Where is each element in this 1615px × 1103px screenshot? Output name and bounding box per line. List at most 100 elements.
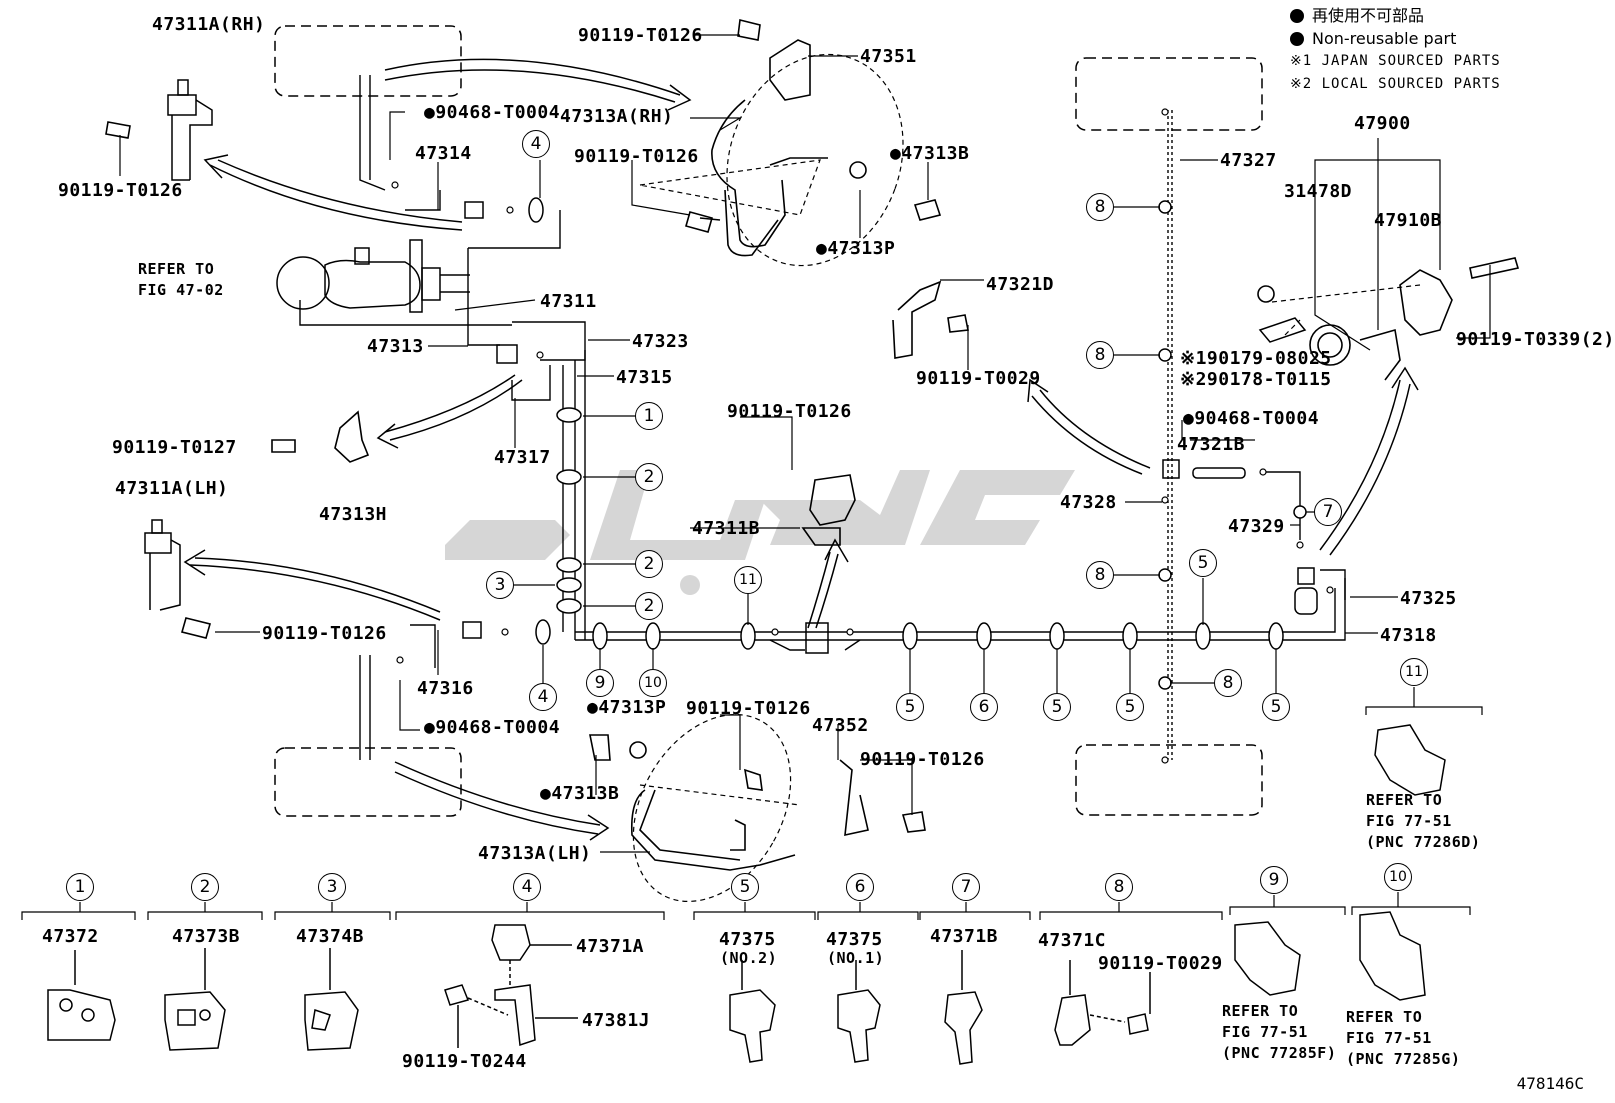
part-label-p31478d: 31478D (1284, 181, 1353, 202)
part-label-prefer_4702a: REFER TO (138, 260, 215, 278)
clip-parts (47, 724, 1446, 1065)
part-label-g47375_2n: (NO.2) (720, 949, 778, 967)
part-label-p47311: 47311 (540, 291, 597, 312)
part-label-p90468_t0004_b: ●90468-T0004 (1183, 408, 1320, 429)
callout-1: 1 (66, 873, 94, 901)
part-label-p190179: ※190179-08025 (1180, 348, 1332, 369)
callout-8: 8 (1086, 193, 1114, 221)
callout-5: 5 (1189, 549, 1217, 577)
part-label-refer_77286d_b: FIG 77-51 (1366, 812, 1452, 830)
callout-5: 5 (731, 873, 759, 901)
reference-boxes (274, 25, 1263, 817)
part-label-p47311a_lh: 47311A(LH) (115, 478, 229, 499)
part-label-p90119_t0029_a: 90119-T0029 (916, 368, 1041, 389)
part-label-p47910b: 47910B (1374, 210, 1443, 231)
watermark-logo (445, 470, 1075, 595)
part-label-refer_77285g_b: FIG 77-51 (1346, 1029, 1432, 1047)
callout-4: 4 (529, 683, 557, 711)
part-label-p47315: 47315 (616, 367, 673, 388)
callout-8: 8 (1086, 341, 1114, 369)
part-label-p47329: 47329 (1228, 516, 1285, 537)
part-label-g47371a: 47371A (576, 936, 645, 957)
callout-11: 11 (734, 566, 762, 594)
part-label-p90119_t0126_b: 90119-T0126 (574, 146, 699, 167)
part-label-p47316: 47316 (417, 678, 474, 699)
legend: 再使用不可部品 Non-reusable part ※1 JAPAN SOURC… (1290, 4, 1501, 96)
part-label-p90468_t0004_c: ●90468-T0004 (424, 717, 561, 738)
part-label-g47371c: 47371C (1038, 930, 1107, 951)
part-label-p47321d: 47321D (986, 274, 1055, 295)
group-brackets (21, 687, 1483, 920)
callout-4: 4 (522, 130, 550, 158)
part-label-p47323: 47323 (632, 331, 689, 352)
callout-3: 3 (318, 873, 346, 901)
part-label-p47900: 47900 (1354, 113, 1411, 134)
part-label-refer_77285f_a: REFER TO (1222, 1002, 1299, 1020)
part-label-p290178: ※290178-T0115 (1180, 369, 1332, 390)
direction-arrows (183, 58, 1419, 841)
callout-2: 2 (635, 550, 663, 578)
part-label-p47314: 47314 (415, 143, 472, 164)
part-label-refer_77285f_c: (PNC 77285F) (1222, 1044, 1337, 1062)
part-label-p47328: 47328 (1060, 492, 1117, 513)
part-label-p47311a_rh: 47311A(RH) (152, 14, 266, 35)
callout-5: 5 (1262, 693, 1290, 721)
part-label-p47313b_b: ●47313B (540, 783, 620, 804)
part-label-p90119_t0126_f: 90119-T0126 (686, 698, 811, 719)
part-label-g47375_1n: (NO.1) (827, 949, 885, 967)
legend-jp-text: 再使用不可部品 (1312, 6, 1425, 25)
callout-10: 10 (639, 669, 667, 697)
hose-zones (632, 53, 1421, 903)
callout-7: 7 (952, 873, 980, 901)
part-label-p90119_t0126_a: 90119-T0126 (578, 25, 703, 46)
callout-8: 8 (1086, 561, 1114, 589)
part-label-g90119_t0244: 90119-T0244 (402, 1051, 527, 1072)
line-clips (528, 197, 1307, 690)
part-label-p47313: 47313 (367, 336, 424, 357)
part-label-refer_77285g_c: (PNC 77285G) (1346, 1050, 1461, 1068)
callout-5: 5 (1043, 693, 1071, 721)
part-label-p47352: 47352 (812, 715, 869, 736)
part-label-g47373b: 47373B (172, 926, 241, 947)
part-label-p90119_t0127: 90119-T0127 (112, 437, 237, 458)
part-label-g47375_2: 47375 (719, 929, 776, 950)
part-label-p47311b: 47311B (692, 518, 761, 539)
part-label-g47374b: 47374B (296, 926, 365, 947)
callout-2: 2 (635, 463, 663, 491)
callout-6: 6 (970, 693, 998, 721)
callout-9: 9 (586, 669, 614, 697)
part-label-p47313p_a: ●47313P (816, 238, 896, 259)
part-label-p47313b_a: ●47313B (890, 143, 970, 164)
part-label-p90119_t0339: 90119-T0339(2) (1456, 329, 1615, 350)
part-label-refer_77286d_a: REFER TO (1366, 791, 1443, 809)
part-label-g47371b: 47371B (930, 926, 999, 947)
part-label-p47321b: 47321B (1177, 434, 1246, 455)
callout-2: 2 (635, 592, 663, 620)
part-label-p90119_t0126_d: 90119-T0126 (727, 401, 852, 422)
part-label-g47372: 47372 (42, 926, 99, 947)
callout-3: 3 (486, 571, 514, 599)
callout-8: 8 (1214, 669, 1242, 697)
brake-lines (299, 75, 1346, 760)
part-label-g47375_1: 47375 (826, 929, 883, 950)
callout-11: 11 (1400, 658, 1428, 686)
part-label-p47313a_rh: 47313A(RH) (560, 106, 674, 127)
legend-note2: ※2 LOCAL SOURCED PARTS (1290, 76, 1501, 92)
hoses-brackets (105, 19, 1520, 871)
callout-1: 1 (635, 402, 663, 430)
callout-8: 8 (1105, 873, 1133, 901)
fittings (391, 108, 1334, 764)
callout-10: 10 (1384, 863, 1412, 891)
master-cylinder (276, 239, 470, 313)
part-label-refer_77286d_c: (PNC 77286D) (1366, 833, 1481, 851)
part-label-g90119_t0029: 90119-T0029 (1098, 953, 1223, 974)
part-label-p47313a_lh: 47313A(LH) (478, 843, 592, 864)
part-label-p47325: 47325 (1400, 588, 1457, 609)
part-label-refer_77285g_a: REFER TO (1346, 1008, 1423, 1026)
part-label-p47313p_b: ●47313P (587, 697, 667, 718)
legend-en: Non-reusable part (1290, 27, 1501, 50)
part-label-p47327: 47327 (1220, 150, 1277, 171)
filled-dot-icon (1290, 32, 1304, 46)
part-label-refer_77285f_b: FIG 77-51 (1222, 1023, 1308, 1041)
